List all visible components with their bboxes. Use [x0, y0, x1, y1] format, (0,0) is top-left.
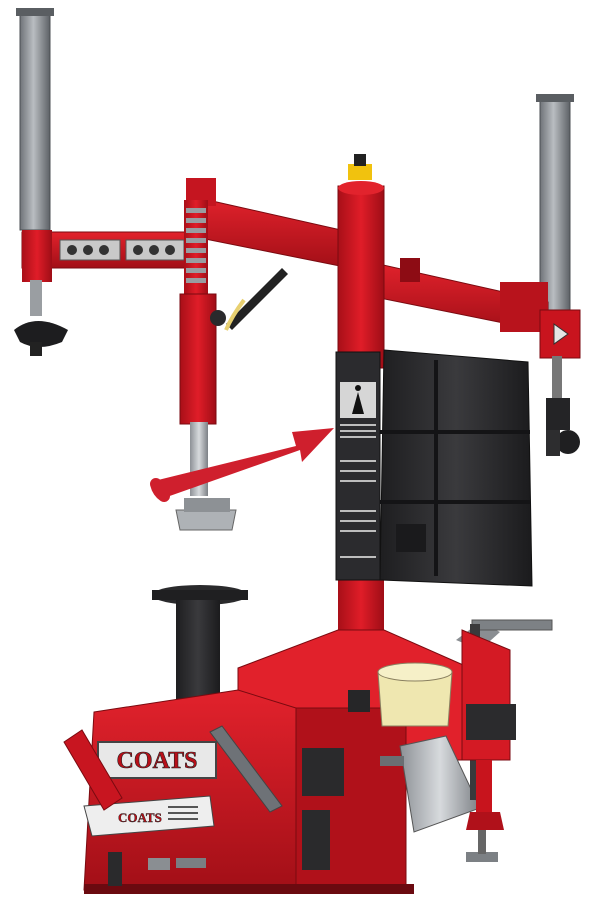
brand-logo-main: COATS	[117, 748, 198, 774]
left-arm	[21, 230, 191, 316]
left-knob	[14, 321, 68, 356]
bead-breaker-arm	[63, 729, 123, 811]
assist-tool	[456, 619, 553, 862]
control-housing	[379, 349, 533, 587]
control-panel: COATS	[83, 795, 215, 837]
warning-label-panel	[335, 351, 381, 581]
main-column	[337, 154, 385, 680]
lube-bucket	[377, 662, 453, 727]
front-lever	[209, 725, 283, 813]
brand-logo-panel: COATS	[118, 810, 162, 825]
turntable-spindle	[152, 585, 248, 712]
lever-handle	[210, 268, 288, 331]
right-cylinder	[536, 94, 574, 311]
foot-pedals	[108, 852, 206, 886]
right-arm	[369, 258, 581, 359]
left-cylinder	[16, 8, 54, 248]
upper-arm	[186, 178, 351, 269]
right-tool-head	[546, 356, 580, 456]
arrow-right-up-icon	[150, 428, 334, 502]
base-cabinet	[83, 629, 471, 894]
brand-plate: COATS	[97, 741, 217, 779]
